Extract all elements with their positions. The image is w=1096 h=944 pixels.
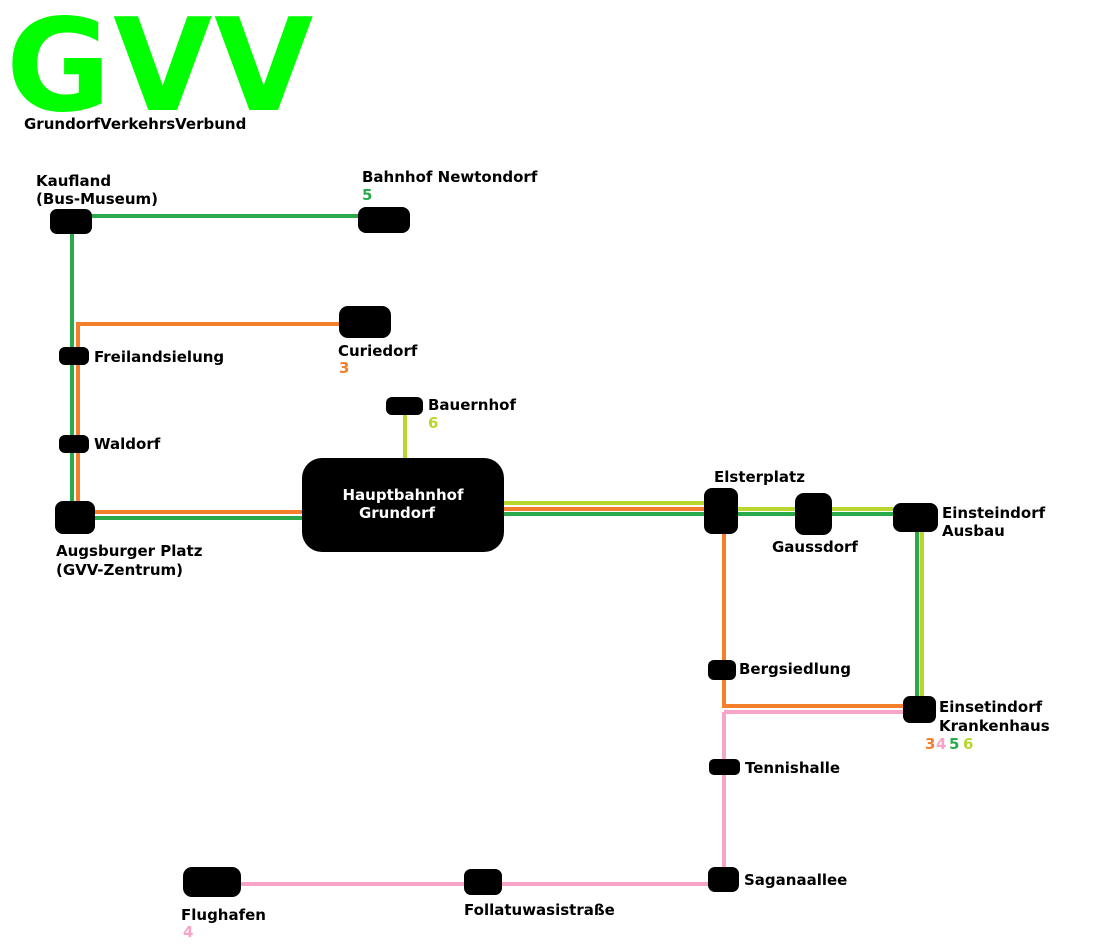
- station-labels: Kaufland (Bus-Museum) Bahnhof Newtondorf…: [36, 168, 1050, 941]
- station-curiedorf[interactable]: [339, 306, 391, 338]
- station-kaufland[interactable]: [50, 209, 92, 234]
- station-flughafen[interactable]: [183, 867, 241, 897]
- label-elsterplatz: Elsterplatz: [714, 468, 805, 486]
- station-augsburger-platz[interactable]: [55, 501, 95, 534]
- label-einsteindorf-ausbau-2: Ausbau: [942, 522, 1005, 540]
- station-bauernhof[interactable]: [386, 397, 423, 415]
- label-newtondorf: Bahnhof Newtondorf: [362, 168, 538, 186]
- stations: [50, 207, 938, 897]
- label-krankenhaus-2: Krankenhaus: [939, 717, 1050, 735]
- line-number-flughafen: 4: [183, 923, 193, 941]
- station-follatuwasistrasse[interactable]: [464, 869, 502, 895]
- label-gaussdorf: Gaussdorf: [772, 538, 858, 556]
- label-flughafen: Flughafen: [181, 906, 266, 924]
- station-einsteindorf-krankenhaus[interactable]: [903, 696, 936, 723]
- line-number-newtondorf: 5: [362, 186, 372, 204]
- label-tennishalle: Tennishalle: [745, 759, 840, 777]
- station-freilandsiedlung[interactable]: [59, 347, 89, 365]
- label-kaufland-1: Kaufland: [36, 172, 111, 190]
- line-number-krankenhaus-3: 3: [925, 735, 935, 753]
- line-number-bauernhof: 6: [428, 414, 438, 432]
- line-3: [76, 322, 915, 708]
- logo-subtitle: GrundorfVerkehrsVerbund: [24, 115, 246, 133]
- label-follatuwasistrasse: Follatuwasistraße: [464, 901, 615, 919]
- station-saganaallee[interactable]: [708, 867, 739, 892]
- line-number-krankenhaus-4: 4: [936, 735, 946, 753]
- label-freilandsiedlung: Freilandsielung: [94, 348, 224, 366]
- line-number-curiedorf: 3: [339, 359, 349, 377]
- line-number-krankenhaus-5: 5: [949, 735, 959, 753]
- station-gaussdorf[interactable]: [795, 493, 832, 535]
- line-5: [70, 214, 919, 708]
- station-elsterplatz[interactable]: [704, 488, 738, 534]
- label-augsburger-1: Augsburger Platz: [56, 542, 203, 560]
- label-curiedorf: Curiedorf: [338, 342, 418, 360]
- label-waldorf: Waldorf: [94, 435, 161, 453]
- label-hauptbahnhof-1: Hauptbahnhof: [343, 486, 464, 504]
- line-number-krankenhaus-6: 6: [963, 735, 973, 753]
- station-einsteindorf-ausbau[interactable]: [893, 503, 938, 532]
- line-4: [210, 710, 915, 886]
- label-einsteindorf-ausbau-1: Einsteindorf: [942, 504, 1046, 522]
- label-hauptbahnhof-2: Grundorf: [359, 504, 436, 522]
- station-waldorf[interactable]: [59, 435, 89, 453]
- station-tennishalle[interactable]: [709, 759, 740, 775]
- station-newtondorf[interactable]: [358, 207, 410, 233]
- station-bergsiedlung[interactable]: [708, 660, 736, 680]
- label-augsburger-2: (GVV-Zentrum): [56, 561, 183, 579]
- label-saganaallee: Saganaallee: [744, 871, 847, 889]
- logo: GVV: [6, 0, 315, 141]
- label-bauernhof: Bauernhof: [428, 396, 516, 414]
- station-hauptbahnhof[interactable]: [302, 458, 504, 552]
- label-krankenhaus-1: Einsetindorf: [939, 698, 1043, 716]
- label-kaufland-2: (Bus-Museum): [36, 190, 158, 208]
- label-bergsiedlung: Bergsiedlung: [739, 660, 851, 678]
